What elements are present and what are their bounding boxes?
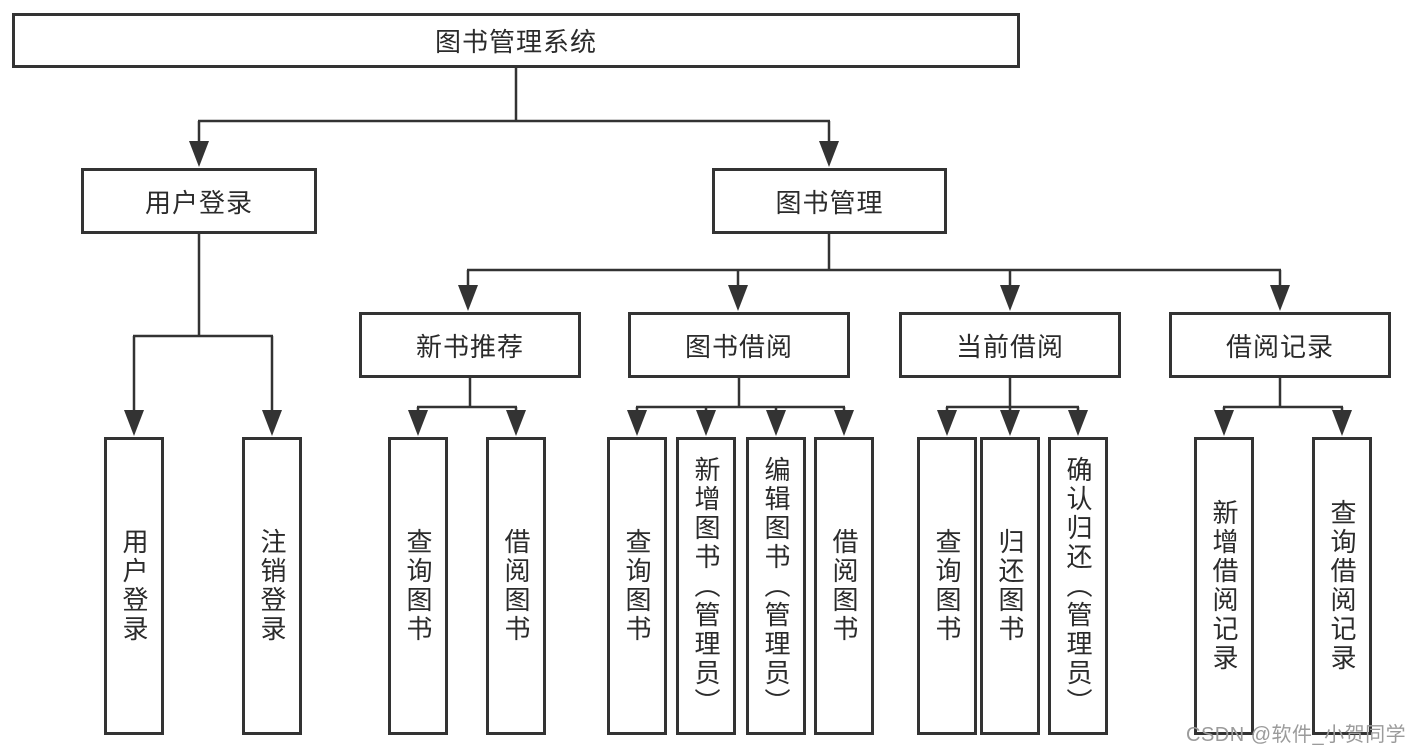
arrowheads: [124, 141, 1352, 436]
node-label: 确认归还（管理员）: [1063, 455, 1093, 717]
leaf-add-books-admin: 新增图书（管理员）: [676, 437, 736, 735]
leaf-query-borrow-record: 查询借阅记录: [1312, 437, 1372, 735]
leaf-borrow-books: 借阅图书: [814, 437, 874, 735]
node-new-book-recommendation: 新书推荐: [359, 312, 581, 378]
node-label: 当前借阅: [955, 331, 1064, 362]
node-label: 用户登录: [144, 187, 253, 218]
node-label: 用户登录: [119, 528, 149, 644]
leaf-add-borrow-record: 新增借阅记录: [1194, 437, 1254, 735]
leaf-logout: 注销登录: [242, 437, 302, 735]
node-library-management-system: 图书管理系统: [12, 13, 1020, 68]
node-label: 编辑图书（管理员）: [761, 455, 791, 717]
node-borrowing-records: 借阅记录: [1169, 312, 1391, 378]
node-label: 新增图书（管理员）: [691, 455, 721, 717]
node-label: 图书管理: [775, 187, 884, 218]
leaf-edit-books-admin: 编辑图书（管理员）: [746, 437, 806, 735]
node-label: 新增借阅记录: [1209, 499, 1239, 673]
leaf-query-books: 查询图书: [388, 437, 448, 735]
node-label: 查询图书: [403, 528, 433, 644]
node-book-management: 图书管理: [712, 168, 947, 234]
node-label: 查询图书: [622, 528, 652, 644]
leaf-borrow-books: 借阅图书: [486, 437, 546, 735]
node-label: 借阅记录: [1225, 331, 1334, 362]
node-label: 图书管理系统: [434, 27, 597, 57]
node-user-login: 用户登录: [81, 168, 317, 234]
leaf-query-books: 查询图书: [917, 437, 977, 735]
node-label: 归还图书: [995, 528, 1025, 644]
leaf-query-books: 查询图书: [607, 437, 667, 735]
node-current-borrowing: 当前借阅: [899, 312, 1121, 378]
node-label: 新书推荐: [415, 331, 524, 362]
node-label: 注销登录: [257, 528, 287, 644]
leaf-user-login: 用户登录: [104, 437, 164, 735]
node-label: 借阅图书: [501, 528, 531, 644]
node-book-borrowing: 图书借阅: [628, 312, 850, 378]
watermark: CSDN @软件_小贺同学: [1186, 724, 1405, 746]
node-label: 查询借阅记录: [1327, 499, 1357, 673]
leaf-return-books: 归还图书: [980, 437, 1040, 735]
leaf-confirm-return-admin: 确认归还（管理员）: [1048, 437, 1108, 735]
node-label: 查询图书: [932, 528, 962, 644]
node-label: 图书借阅: [684, 331, 793, 362]
node-label: 借阅图书: [829, 528, 859, 644]
